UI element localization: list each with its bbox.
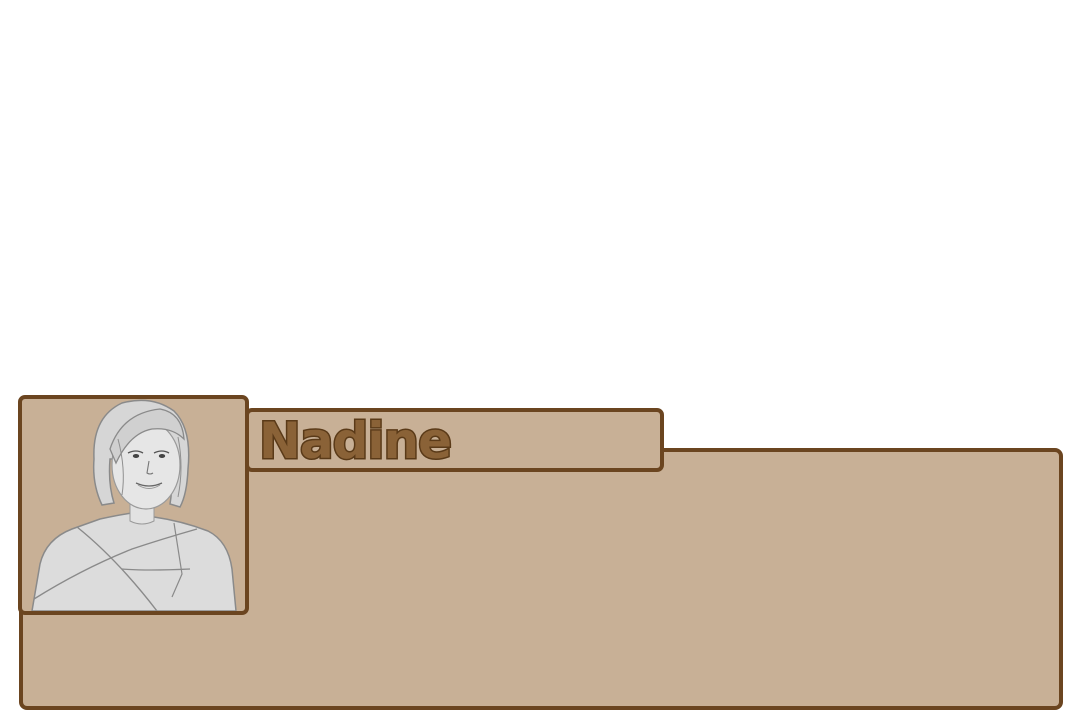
- speaker-name-plate: Nadine: [245, 408, 664, 472]
- dialogue-text: [250, 470, 1030, 690]
- speaker-portrait: [18, 395, 249, 615]
- character-portrait-icon: [31, 399, 237, 611]
- speaker-name: Nadine: [257, 411, 453, 472]
